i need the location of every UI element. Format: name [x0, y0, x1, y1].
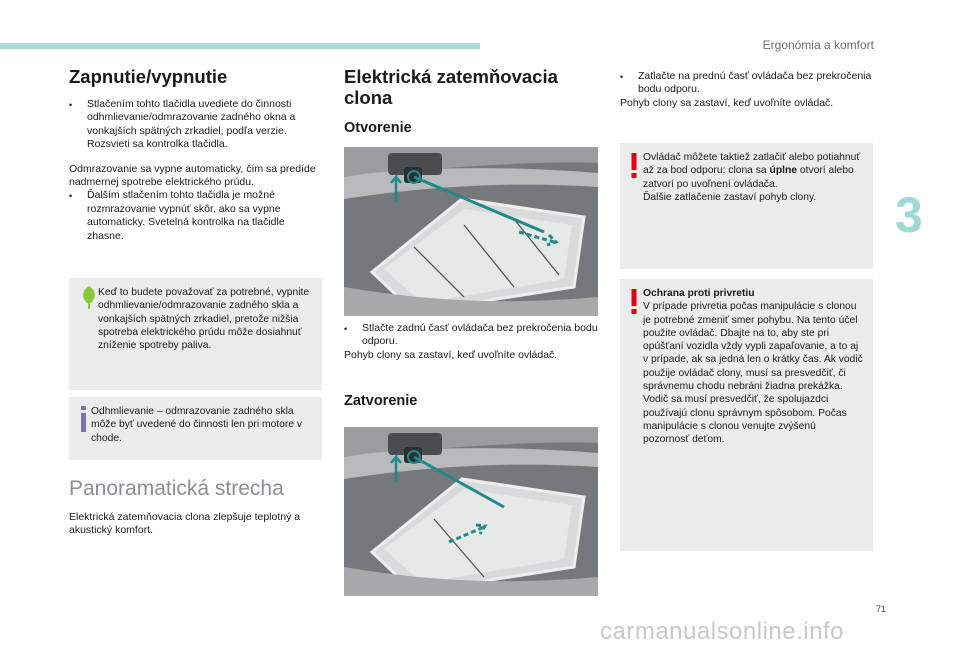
right-column: • Zatlačte na prednú časť ovládača bez p…	[620, 70, 872, 110]
pano-section: Panoramatická strecha Elektrická zatemňo…	[69, 478, 321, 538]
roof-photo-closing	[344, 427, 598, 596]
section-heading-defrost: Zapnutie/vypnutie	[69, 66, 228, 87]
warning-box-full-travel: Ovládač môžete taktiež zatlačiť alebo po…	[620, 143, 873, 269]
watermark: carmanualsonline.info	[600, 618, 844, 645]
subheading-opening: Otvorenie	[344, 120, 412, 136]
leaf-icon	[83, 286, 95, 309]
warning-icon	[631, 153, 637, 178]
paragraph: Elektrická zatemňovacia clona zlepšuje t…	[69, 511, 301, 537]
chapter-number: 3	[895, 187, 923, 243]
list-item: • Ďalším stlačením tohto tlačidla je mož…	[69, 189, 285, 242]
list-item: • Zatlačte na prednú časť ovládača bez p…	[620, 70, 872, 96]
paragraph: Odmrazovanie sa vypne automaticky, čím s…	[69, 162, 316, 189]
info-note-box: Odhmlievanie – odmrazovanie zadného skla…	[69, 397, 322, 460]
section-heading-blind: Elektrická zatemňovacia clona	[344, 66, 558, 108]
list-item: • Stlačením tohto tlačidla uvediete do č…	[69, 98, 296, 151]
page-number: 71	[876, 604, 887, 614]
section-heading-panoramic-roof: Panoramatická strecha	[69, 477, 284, 500]
closing-heading-wrap: Zatvorenie	[344, 393, 598, 409]
paragraph: Pohyb clony sa zastaví, keď uvoľníte ovl…	[620, 96, 834, 109]
warning-title: Ochrana proti privretiu	[643, 288, 755, 299]
info-icon	[81, 406, 86, 432]
bullet-icon: •	[69, 191, 73, 202]
roof-photo-opening	[344, 147, 598, 316]
middle-column: Elektrická zatemňovacia clona Otvorenie	[344, 66, 598, 135]
bullet-icon: •	[620, 72, 624, 82]
list-item: • Stlačte zadnú časť ovládača bez prekro…	[344, 322, 598, 348]
bullet-icon: •	[69, 100, 73, 110]
paragraph: Pohyb clony sa zastaví, keď uvoľníte ovl…	[344, 348, 558, 361]
section-title: Ergonómia a komfort	[762, 38, 874, 52]
eco-note-box: Keď to budete považovať za potrebné, vyp…	[69, 278, 322, 390]
header-accent-bar	[0, 43, 480, 49]
bullet-icon: •	[344, 324, 348, 334]
warning-box-anti-pinch: Ochrana proti privretiu V prípade privre…	[620, 279, 873, 551]
left-column: Zapnutie/vypnutie • Stlačením tohto tlač…	[69, 66, 321, 243]
opening-text: • Stlačte zadnú časť ovládača bez prekro…	[344, 322, 598, 362]
warning-icon	[631, 289, 637, 314]
subheading-closing: Zatvorenie	[344, 393, 418, 409]
